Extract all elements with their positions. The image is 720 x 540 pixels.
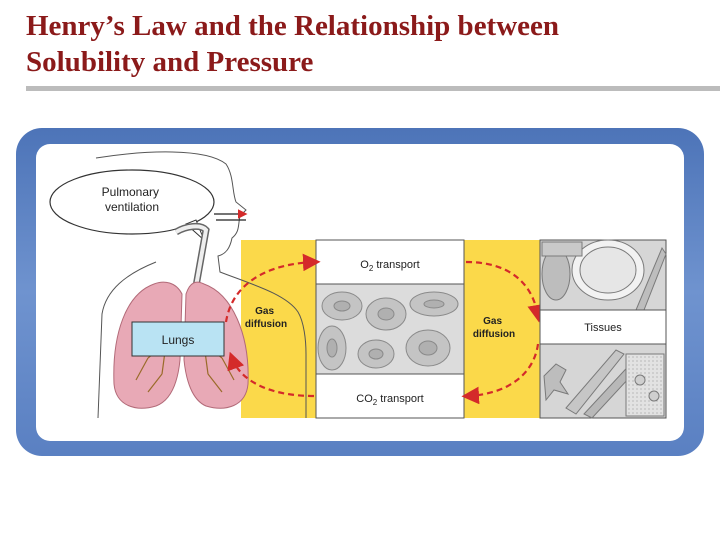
title-line-2: Solubility and Pressure <box>26 46 314 78</box>
pulmonary-label-line2: ventilation <box>105 200 159 214</box>
slide-title: Henry’s Law and the Relationship between… <box>26 8 706 80</box>
tissue-cells-bottom <box>543 349 665 419</box>
title-line-1: Henry’s Law and the Relationship between <box>26 10 560 42</box>
svg-text:Gas diffusion: Gas diffusion <box>245 306 287 330</box>
tissues-label: Tissues <box>584 322 622 334</box>
red-blood-cells <box>317 291 459 371</box>
svg-text:Pulmonary ventilation: Pulmonary ventilation <box>102 185 163 214</box>
o2-transport-label: O2 transport <box>360 259 419 273</box>
tissues-box <box>539 309 667 345</box>
gas-diffusion-right-line2: diffusion <box>473 329 515 340</box>
arrow-o2-to-tissues <box>465 260 545 323</box>
arrow-tissues-to-co2 <box>461 343 540 405</box>
co2-transport-label: CO2 transport <box>356 393 423 407</box>
co2-transport-box <box>315 373 465 419</box>
tissue-cells-top <box>541 239 667 311</box>
svg-text:Gas diffusion: Gas diffusion <box>473 316 515 340</box>
title-divider <box>26 86 720 91</box>
gas-diffusion-right-line1: Gas <box>483 316 502 327</box>
circulation-arrows <box>224 253 545 405</box>
diagram-canvas: Pulmonary ventilation Lungs O2 transport <box>49 151 667 419</box>
arrow-co2-to-lungs <box>227 351 315 398</box>
body-outline <box>95 151 307 418</box>
pulmonary-ventilation-bubble <box>49 169 215 235</box>
pulmonary-label-line1: Pulmonary <box>102 185 159 199</box>
gas-diffusion-left-line2: diffusion <box>245 319 287 330</box>
arrow-lungs-to-o2 <box>224 253 321 323</box>
lungs-label: Lungs <box>162 333 195 347</box>
respiration-diagram: Pulmonary ventilation Lungs O2 transport <box>36 144 684 441</box>
lungs-box <box>131 321 225 357</box>
o2-transport-box <box>315 239 465 285</box>
gas-diffusion-left-line1: Gas <box>255 306 274 317</box>
